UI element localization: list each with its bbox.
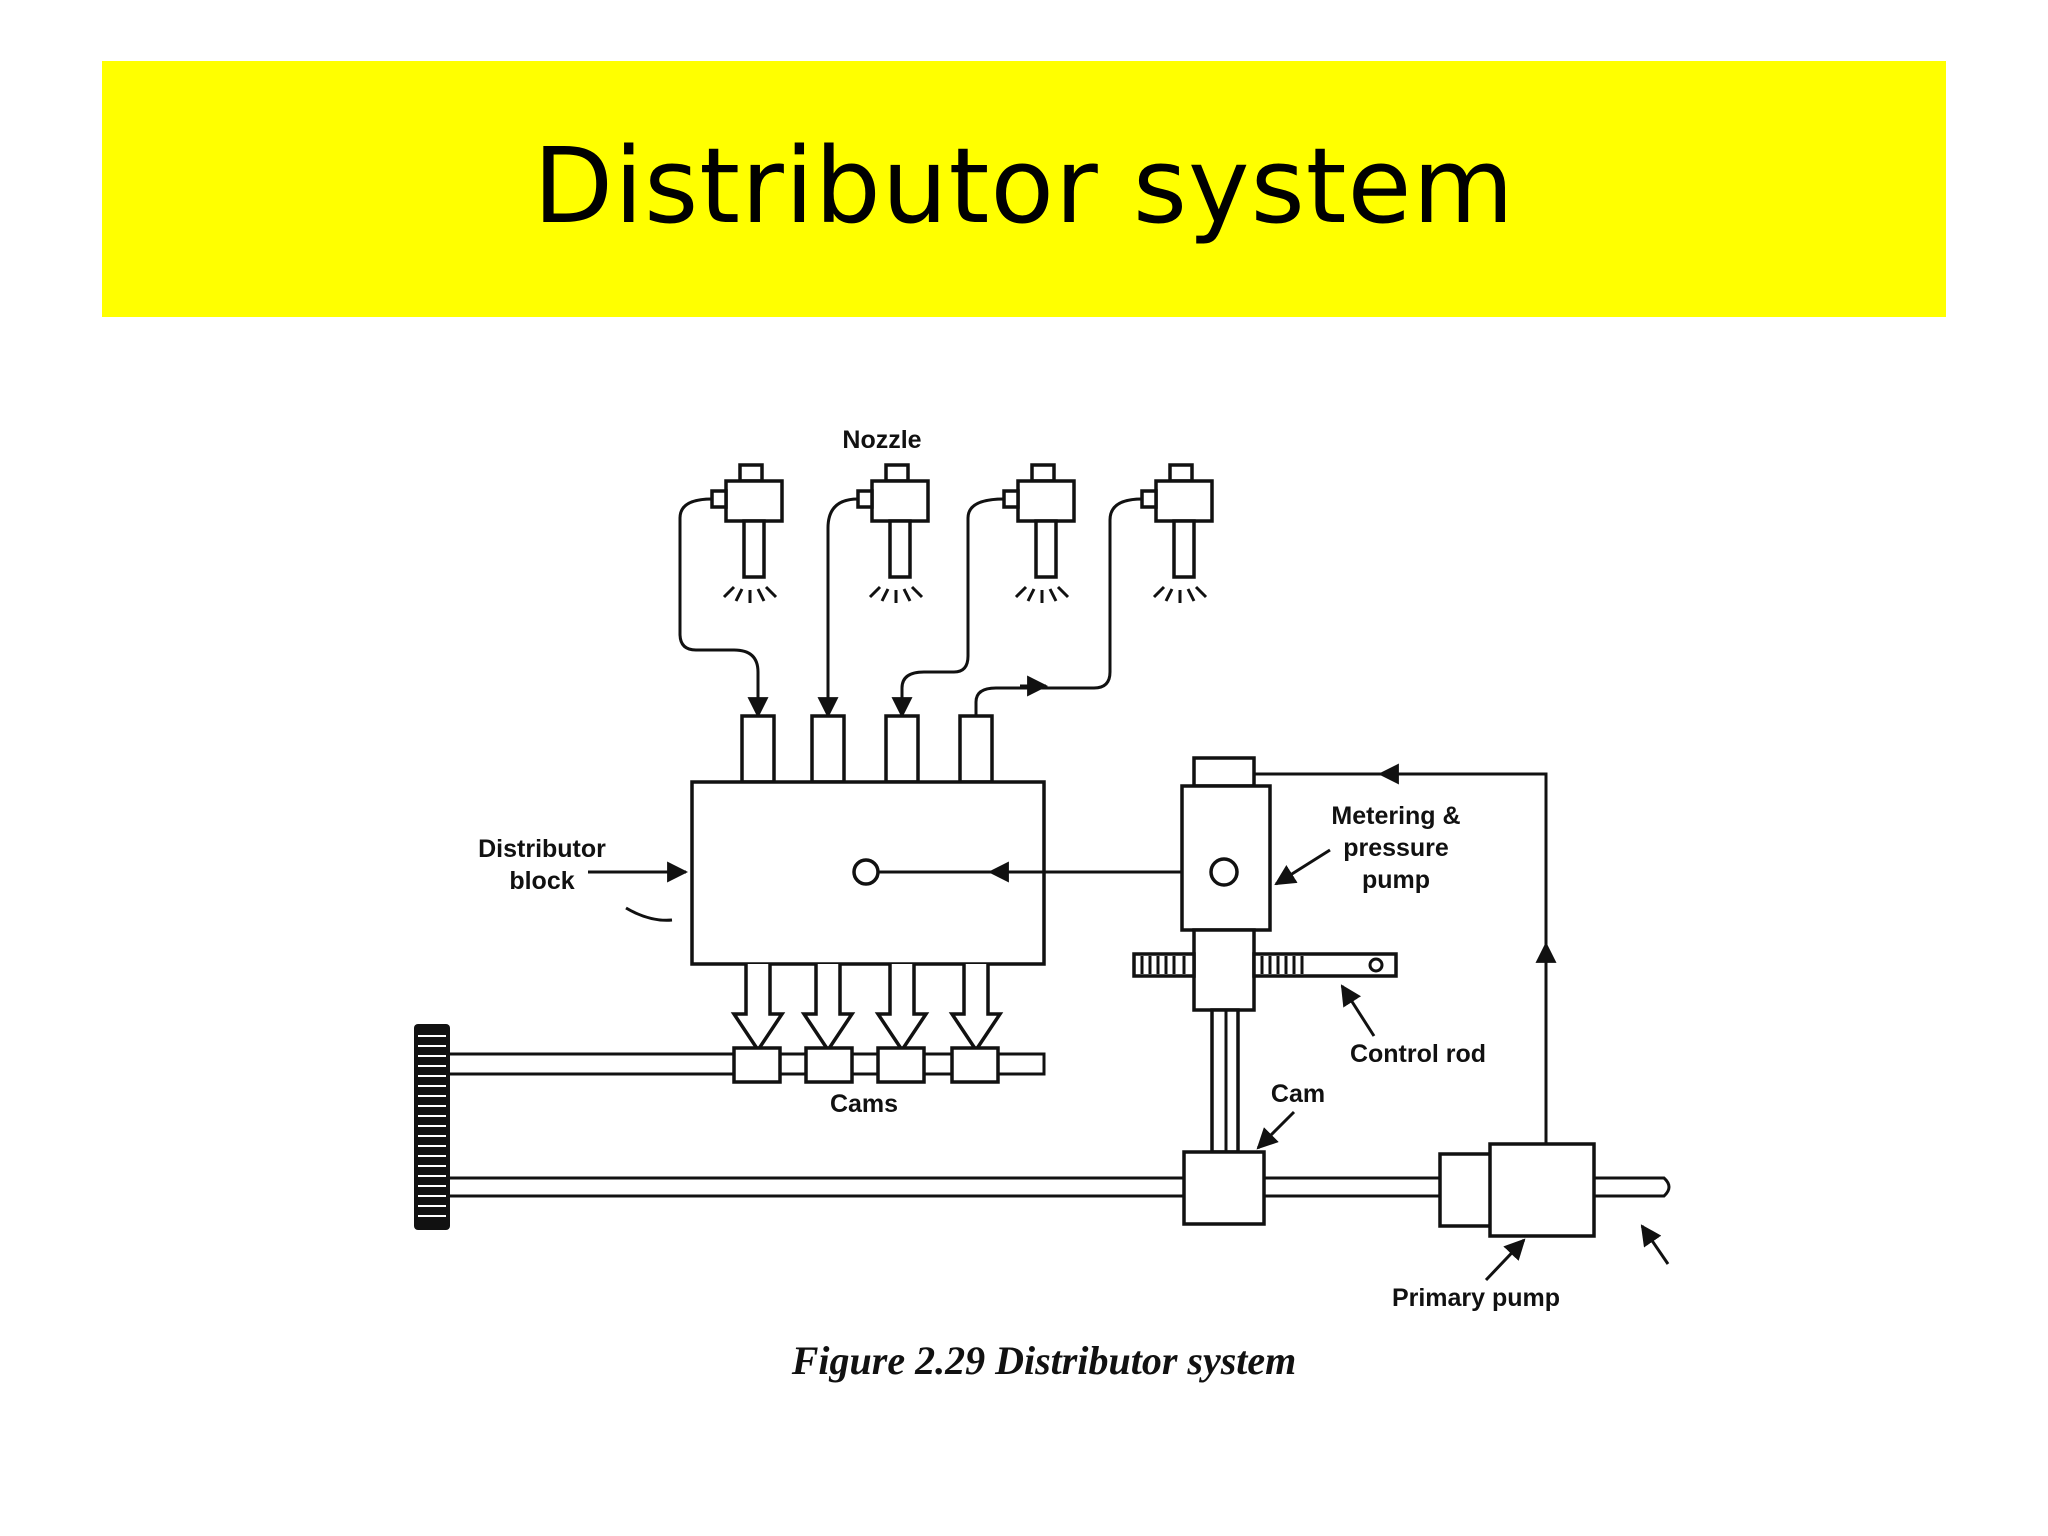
plungers — [730, 964, 1004, 1054]
upper-camshaft — [448, 1046, 1046, 1084]
metering-label-1: Metering & — [1331, 802, 1460, 830]
nozzle-1 — [710, 463, 784, 603]
supply-line — [1254, 763, 1557, 1144]
outlet-tubes — [740, 714, 994, 784]
metering-label-2: pressure — [1343, 834, 1449, 862]
title-band: Distributor system — [102, 61, 1946, 317]
fuel-lines — [678, 497, 1143, 719]
drive-gear — [414, 1024, 450, 1230]
control-rod-label: Control rod — [1350, 1040, 1486, 1068]
cams-label: Cams — [830, 1090, 898, 1118]
primary-pump — [1438, 1142, 1596, 1238]
nozzle-3 — [1002, 463, 1076, 603]
metering-label-3: pump — [1362, 866, 1430, 894]
pump-cam — [1182, 1150, 1266, 1226]
nozzle-4 — [1140, 463, 1214, 603]
main-shaft — [450, 1176, 1671, 1198]
nozzle-2 — [856, 463, 930, 603]
distributor-block-label-1: Distributor — [478, 835, 606, 863]
metering-pressure-pump — [1180, 756, 1272, 1154]
distributor-port — [852, 858, 880, 886]
control-rod — [1132, 952, 1398, 978]
primary-pump-label: Primary pump — [1392, 1284, 1560, 1312]
distributor-block-label-2: block — [509, 867, 574, 895]
cam-label: Cam — [1271, 1080, 1325, 1108]
slide-title: Distributor system — [533, 125, 1515, 247]
figure-caption: Figure 2.29 Distributor system — [791, 1338, 1297, 1383]
nozzle-label: Nozzle — [842, 426, 921, 454]
